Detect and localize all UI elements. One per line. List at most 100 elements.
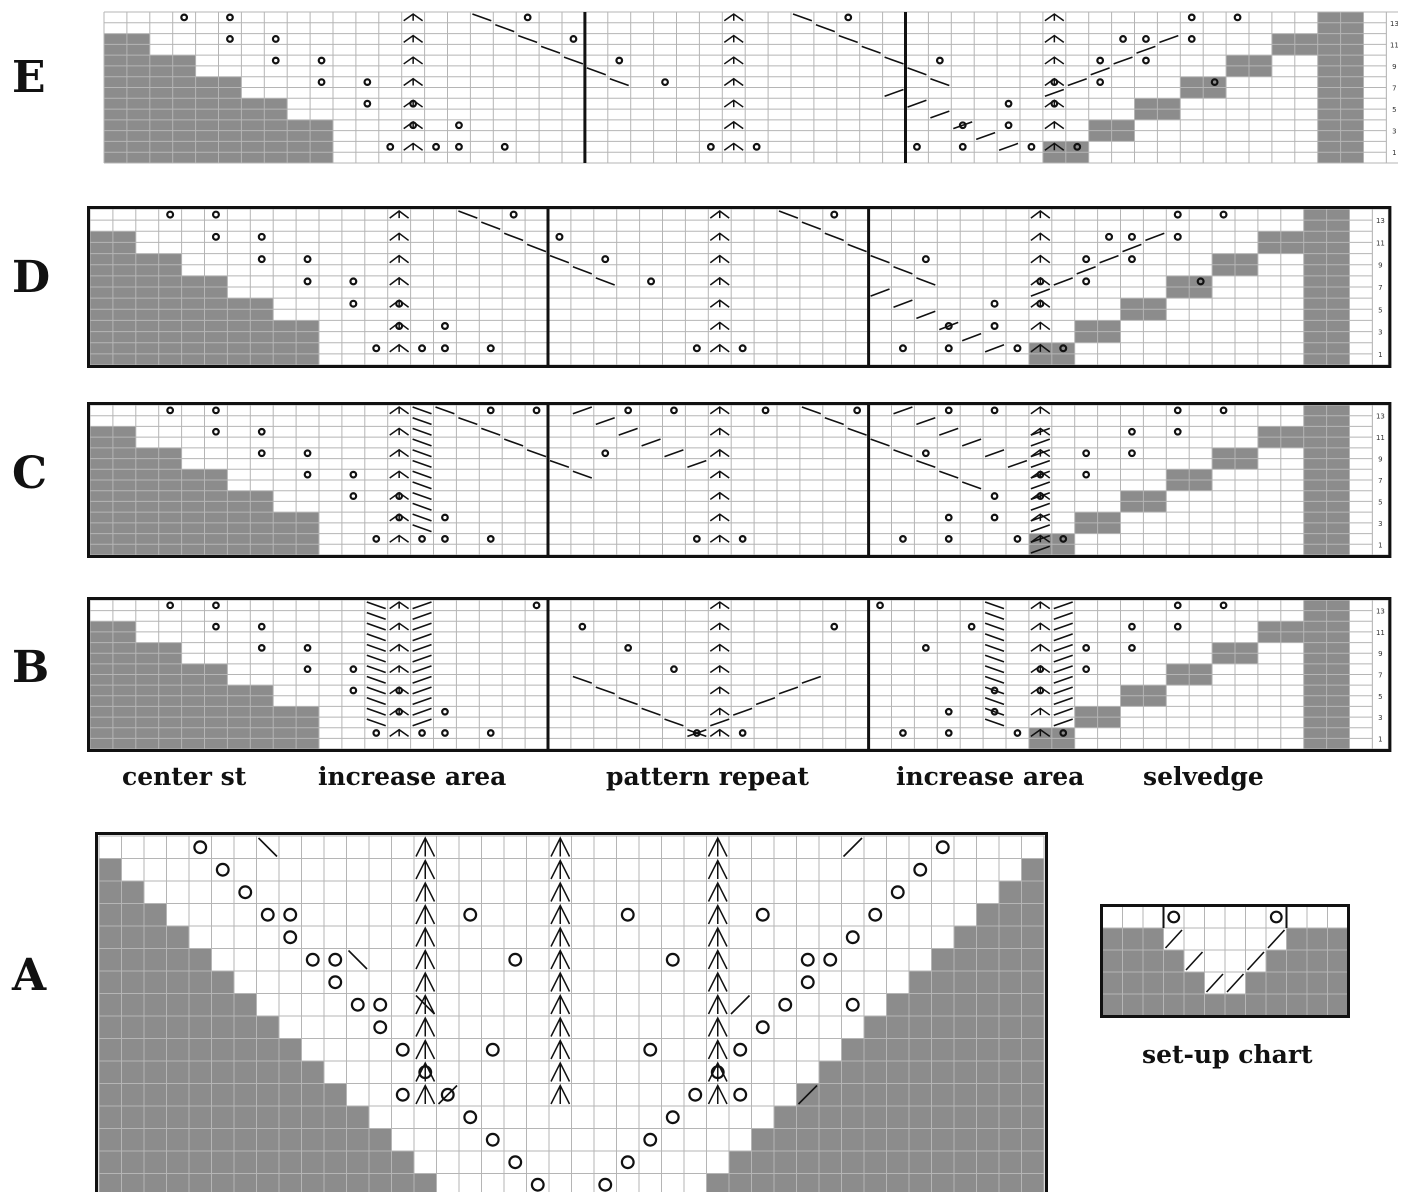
circle-yo-icon [442, 730, 448, 736]
shaded-cell [182, 343, 205, 354]
circle-yo-icon [671, 408, 677, 414]
backslash-icon [985, 677, 1004, 684]
shaded-cell [273, 332, 296, 343]
shaded-cell [212, 1174, 235, 1192]
circle-yo-icon [532, 1179, 544, 1191]
shaded-cell [1327, 523, 1350, 534]
double-decrease-icon [416, 883, 435, 902]
shaded-cell [1318, 66, 1341, 77]
circle-yo-icon [557, 234, 563, 240]
shaded-cell [273, 343, 296, 354]
shaded-cell [159, 728, 182, 739]
shaded-cell [167, 949, 190, 972]
shaded-cell [113, 354, 136, 365]
shaded-cell [977, 1106, 1000, 1129]
slash-icon [1123, 244, 1142, 251]
shaded-cell [1121, 685, 1144, 696]
shaded-cell [273, 728, 296, 739]
shaded-cell [1164, 950, 1185, 972]
shaded-cell [219, 77, 242, 88]
shaded-cell [113, 459, 136, 470]
shaded-cell [250, 534, 273, 545]
shaded-cell [1304, 437, 1327, 448]
shaded-cell [250, 320, 273, 331]
shaded-cell [1327, 242, 1350, 253]
double-decrease-icon [390, 471, 409, 478]
shaded-cell [167, 971, 190, 994]
shaded-cell [159, 738, 182, 749]
shaded-cell [1164, 972, 1185, 994]
slash-icon [976, 133, 995, 140]
shaded-cell [250, 728, 273, 739]
shaded-cell [1327, 265, 1350, 276]
shaded-cell [189, 971, 212, 994]
circle-yo-icon [488, 730, 494, 736]
slash-icon [1054, 613, 1073, 620]
shaded-cell [977, 971, 1000, 994]
row-number: 7 [1378, 672, 1382, 680]
backslash-icon [894, 450, 913, 457]
shaded-cell [1304, 298, 1327, 309]
backslash-icon [779, 211, 798, 218]
double-decrease-icon [710, 602, 729, 609]
double-decrease-icon [709, 838, 728, 857]
double-decrease-icon [390, 211, 409, 218]
backslash-icon [367, 708, 386, 715]
slash-icon [1031, 289, 1050, 296]
shaded-cell [205, 320, 228, 331]
circle-yo-icon [946, 536, 952, 542]
backslash-icon [596, 687, 615, 694]
shaded-cell [227, 738, 250, 749]
backslash-icon [367, 623, 386, 630]
shaded-cell [113, 298, 136, 309]
shaded-cell [887, 1129, 910, 1152]
shaded-cell [227, 309, 250, 320]
shaded-cell [205, 544, 228, 555]
shaded-cell [1327, 696, 1350, 707]
shaded-cell [159, 276, 182, 287]
shaded-cell [932, 1061, 955, 1084]
circle-yo-icon [923, 645, 929, 651]
backslash-icon [862, 46, 881, 53]
shaded-cell [234, 1061, 257, 1084]
shaded-cell [104, 34, 127, 45]
shaded-cell [273, 544, 296, 555]
shaded-cell [159, 459, 182, 470]
backslash-icon [367, 655, 386, 662]
shaded-cell [1112, 120, 1135, 131]
shaded-cell [127, 77, 150, 88]
shaded-cell [250, 491, 273, 502]
shaded-cell [205, 354, 228, 365]
shaded-cell [1304, 643, 1327, 654]
double-decrease-icon [390, 345, 409, 352]
shaded-cell [1304, 254, 1327, 265]
double-decrease-icon [416, 861, 435, 880]
circle-yo-icon [397, 1089, 409, 1101]
backslash-icon [367, 698, 386, 705]
circle-yo-icon [273, 36, 279, 42]
backslash-icon [587, 68, 606, 75]
double-decrease-icon [710, 256, 729, 263]
shaded-cell [273, 354, 296, 365]
shaded-cell [189, 1106, 212, 1129]
shaded-cell [182, 523, 205, 534]
shaded-cell [1164, 994, 1185, 1016]
circle-yo-icon [847, 999, 859, 1011]
shaded-cell [1327, 287, 1350, 298]
slash-icon [1031, 439, 1050, 446]
shaded-cell [122, 1016, 145, 1039]
shaded-cell [264, 120, 287, 131]
circle-yo-icon [689, 1089, 701, 1101]
backslash-icon [458, 418, 477, 425]
shaded-cell [1102, 928, 1123, 950]
shaded-cell [279, 1084, 302, 1107]
row-number: 3 [1378, 329, 1382, 337]
shaded-cell [1304, 621, 1327, 632]
shaded-cell [999, 881, 1022, 904]
shaded-cell [1123, 972, 1144, 994]
row-number: 7 [1392, 85, 1396, 93]
shaded-cell [113, 309, 136, 320]
shaded-cell [1304, 523, 1327, 534]
shaded-cell [279, 1061, 302, 1084]
row-number: 9 [1392, 63, 1396, 71]
